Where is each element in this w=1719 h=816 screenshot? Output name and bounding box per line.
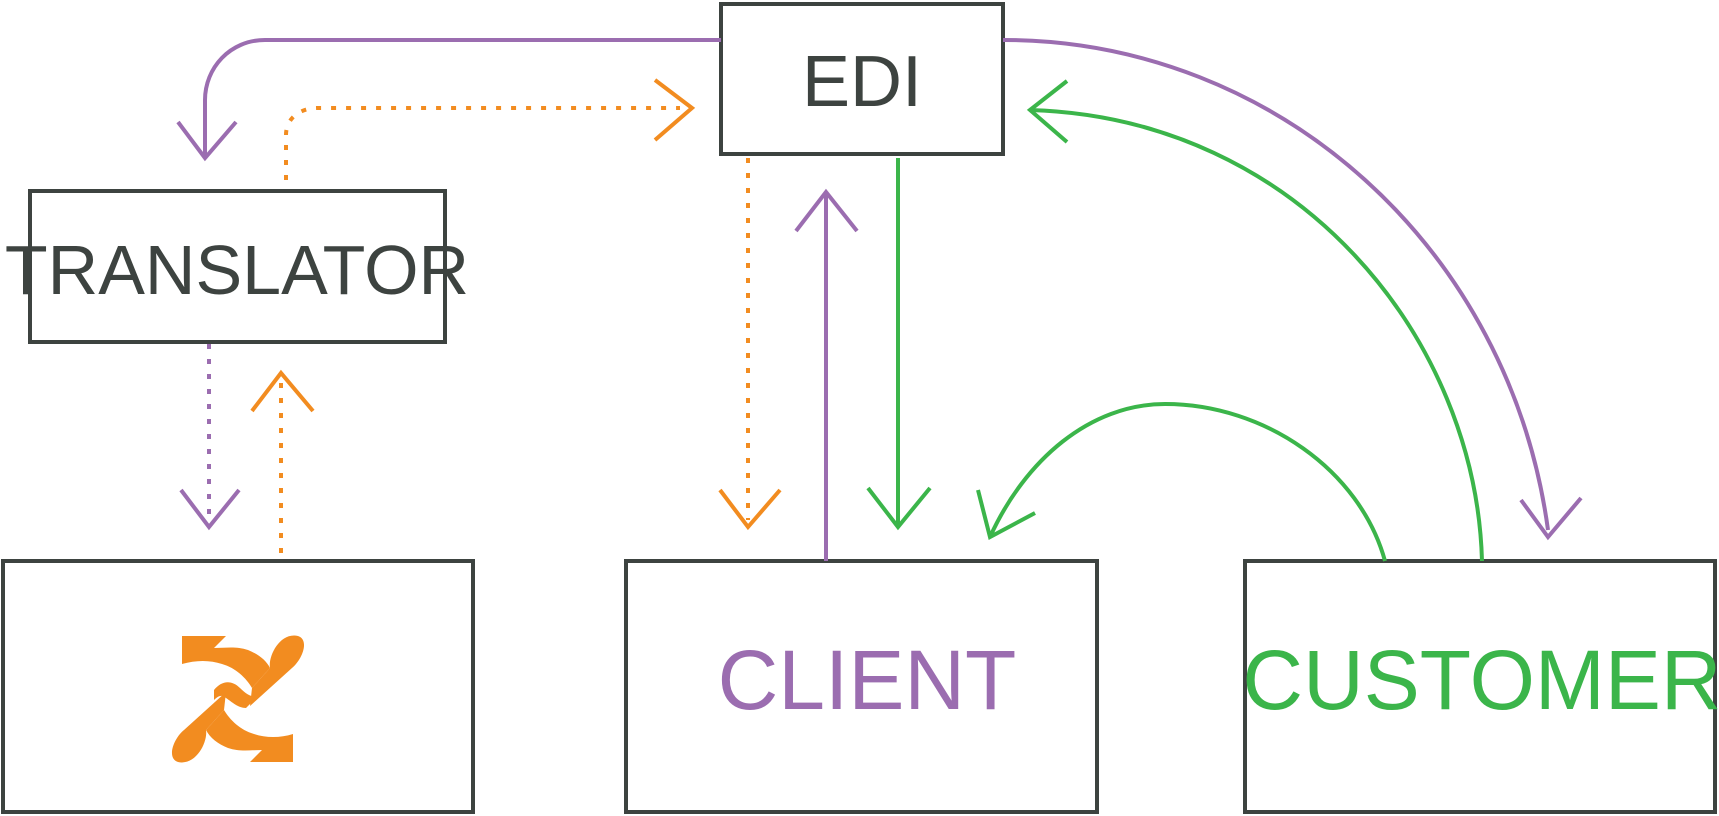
- arrow-edi-to-client-dotted: [718, 158, 782, 531]
- arrow-edi-to-translator: [176, 38, 721, 162]
- translator-box: TRANSLATOR: [5, 189, 469, 344]
- arrow-logo-box-to-translator: [250, 369, 315, 553]
- arrow-translator-to-edi: [284, 78, 696, 180]
- arrow-client-to-edi: [794, 188, 859, 561]
- sync-arrows-logo-icon: [171, 635, 305, 763]
- edi-label: EDI: [802, 42, 922, 122]
- logo-box: [1, 559, 475, 814]
- arrow-customer-to-client: [976, 401, 1387, 562]
- arrow-edi-to-customer: [1002, 38, 1583, 541]
- edi-box: EDI: [719, 2, 1005, 156]
- arrow-translator-to-logo-box: [179, 344, 241, 531]
- client-box: CLIENT: [624, 559, 1099, 814]
- customer-box: CUSTOMER: [1242, 559, 1719, 814]
- client-label: CLIENT: [718, 633, 1017, 727]
- arrow-customer-to-edi: [1026, 79, 1484, 562]
- customer-label: CUSTOMER: [1242, 633, 1719, 727]
- arrow-edi-to-client: [866, 158, 932, 531]
- translator-label: TRANSLATOR: [5, 231, 469, 309]
